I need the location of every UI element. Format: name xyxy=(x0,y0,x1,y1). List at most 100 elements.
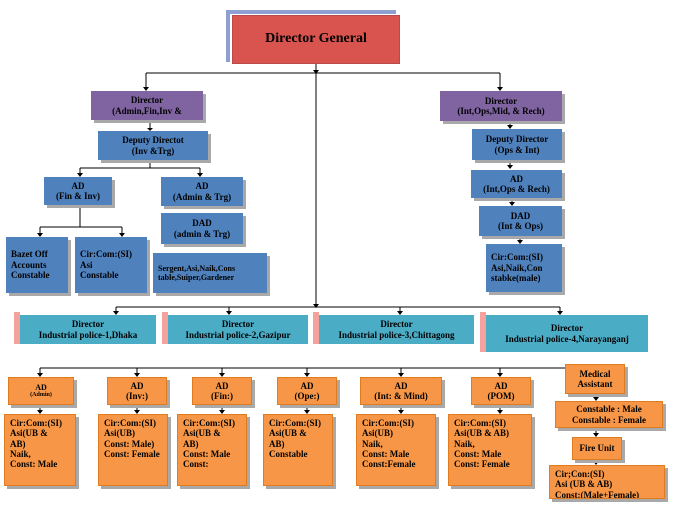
director-title: Director xyxy=(550,323,584,334)
staff-ope-box: Cir:Com:(SI) Asi(UB & AB) Constable xyxy=(263,414,333,486)
ad-title: AD xyxy=(130,380,144,391)
ad-title: AD xyxy=(195,181,209,192)
ad-admin-box: AD (Admin) xyxy=(8,377,74,405)
ad-subtitle: (Admin) xyxy=(30,392,52,399)
ip4-accent xyxy=(480,312,486,352)
cir-com-line3: Constable xyxy=(80,270,119,281)
cir-com-line2: Asi,Naik,Con xyxy=(491,262,543,273)
staff-pom-box: Cir:Com:(SI) Asi(UB & AB) Naik, Const: M… xyxy=(448,414,532,486)
staff-line: Naik, xyxy=(454,438,475,449)
staff-line: Const: Male xyxy=(183,449,231,460)
director-subtitle: Industrial police-2,Gazipur xyxy=(185,329,291,340)
dad-admin-trg-box: DAD (admin & Trg) xyxy=(161,213,243,244)
staff-line: Cir:Com:(SI) xyxy=(104,418,156,428)
director-title: Director xyxy=(221,319,255,330)
dad-subtitle: (Int & Ops) xyxy=(497,221,543,231)
fire-staff-line: Cir;Con:(SI) xyxy=(555,469,605,479)
staff-line: Const: Male) xyxy=(104,438,155,449)
cir-com-line2: Asi xyxy=(80,259,93,270)
director-title: Director xyxy=(71,319,105,330)
director-ip-2-box: Director Industrial police-2,Gazipur xyxy=(168,315,308,344)
cir-com-line1: Cir:Com:(SI) xyxy=(491,252,543,263)
fire-unit-box: Fire Unit xyxy=(572,437,622,460)
dad-int-ops-box: DAD (Int & Ops) xyxy=(479,206,562,236)
staff-inv-box: Cir:Com:(SI) Asi(UB) Const: Male) Const:… xyxy=(98,414,168,486)
deputy-subtitle: (Inv &Trg) xyxy=(131,145,175,156)
cir-com-right-box: Cir:Com:(SI) Asi,Naik,Con stabke(male) xyxy=(486,244,562,292)
ip3-accent xyxy=(313,312,319,344)
ip1-accent xyxy=(14,312,20,344)
ad-subtitle: (Int,Ops & Rech) xyxy=(483,184,550,194)
ad-subtitle: (POM) xyxy=(487,391,515,401)
ad-subtitle: (Ope:) xyxy=(294,391,320,401)
ad-title: AD xyxy=(71,180,85,191)
staff-line: Asi(UB) xyxy=(104,428,135,439)
staff-line: Constable xyxy=(269,449,308,460)
director-subtitle: Industrial police-4,Narayanganj xyxy=(505,333,629,344)
staff-line: AB) xyxy=(269,438,285,449)
dad-title: DAD xyxy=(510,210,531,221)
ad-title: AD xyxy=(300,380,314,391)
director-title: Director xyxy=(130,95,164,106)
medical-constable-box: Constable : Male Constable : Female xyxy=(555,401,663,428)
staff-line: Asi(UB & xyxy=(269,428,307,439)
bazet-line2: Accounts xyxy=(11,259,47,270)
staff-line: Const: xyxy=(183,459,209,470)
ad-subtitle: (Int: & Mind) xyxy=(374,391,428,401)
ad-title: AD xyxy=(394,380,408,391)
ad-ope-box: AD (Ope:) xyxy=(277,377,337,405)
fire-unit-label: Fire Unit xyxy=(579,443,615,454)
staff-line: Naik, xyxy=(362,438,383,449)
staff-line: Const: Male xyxy=(454,449,502,460)
dg-accent-side xyxy=(226,10,230,62)
staff-line: Cir:Com:(SI) xyxy=(183,418,235,428)
ad-subtitle: (Fin & Inv) xyxy=(55,191,100,201)
director-subtitle: Industrial police-3,Chittagong xyxy=(338,329,455,340)
deputy-subtitle: (Ops & Int) xyxy=(494,144,540,155)
staff-line: Cir:Com:(SI) xyxy=(269,418,321,428)
ad-admin-trg-box: AD (Admin & Trg) xyxy=(161,177,243,206)
ip2-accent xyxy=(162,312,168,344)
ad-fin-box: AD (Fin:) xyxy=(192,377,252,405)
ad-subtitle: (Admin & Trg) xyxy=(172,191,232,202)
dad-title: DAD xyxy=(192,218,212,229)
director-subtitle: (Admin,Fin,Inv & xyxy=(112,105,182,116)
cir-com-left-box: Cir:Com:(SI) Asi Constable xyxy=(75,237,147,293)
staff-line: Const:Female xyxy=(362,459,416,470)
cir-com-line3: stabke(male) xyxy=(491,273,541,284)
constable-line2: Constable : Female xyxy=(572,414,646,425)
director-ip-3-box: Director Industrial police-3,Chittagong xyxy=(319,315,474,344)
staff-line: Asi(UB & xyxy=(183,428,221,439)
deputy-director-ops-int-box: Deputy Director (Ops & Int) xyxy=(472,129,562,160)
staff-line: Naik, xyxy=(10,449,31,460)
bazet-line1: Bazet Off xyxy=(11,249,48,260)
dad-subtitle: (admin & Trg) xyxy=(173,228,231,239)
staff-line: Const: Female xyxy=(454,459,510,470)
director-ip-1-box: Director Industrial police-1,Dhaka xyxy=(20,315,156,344)
director-title: Director xyxy=(380,319,413,330)
bazet-line3: Constable xyxy=(11,270,50,281)
staff-line: Cir:Com:(SI) xyxy=(454,418,506,428)
sergent-line2: table,Suiper,Gardener xyxy=(158,273,235,282)
medical-assistant-box: Medical Assistant xyxy=(565,364,625,394)
director-general-box: Director General xyxy=(232,15,400,64)
sergent-line1: Sergent,Asi,Naik,Cons xyxy=(158,263,236,273)
director-subtitle: (Int,Ops,Mid, & Rech) xyxy=(457,106,545,116)
director-int-ops-box: Director (Int,Ops,Mid, & Rech) xyxy=(440,91,562,121)
staff-line: AB) xyxy=(183,438,199,449)
medical-line1: Medical xyxy=(579,368,611,379)
director-admin-fin-inv-box: Director (Admin,Fin,Inv & xyxy=(91,91,203,120)
fire-staff-line: Asi (UB & AB) xyxy=(555,479,613,490)
staff-line: Const: Male xyxy=(10,459,58,470)
staff-admin-box: Cir:Com:(SI) Asi(UB & AB) Naik, Const: M… xyxy=(4,414,76,486)
ad-title: AD xyxy=(35,382,47,392)
medical-line2: Assistant xyxy=(577,379,613,389)
ad-inv-box: AD (Inv:) xyxy=(107,377,167,405)
staff-line: Cir:Com:(SI) xyxy=(362,418,414,428)
director-subtitle: Industrial police-1,Dhaka xyxy=(38,329,138,340)
staff-int-mind-box: Cir:Com:(SI) Asi(UB) Naik, Const: Male C… xyxy=(356,414,436,486)
constable-line1: Constable : Male xyxy=(576,404,642,415)
director-title: Director xyxy=(484,95,518,106)
staff-line: AB) xyxy=(10,438,26,449)
deputy-director-inv-trg-box: Deputy Directot (Inv &Trg) xyxy=(98,131,208,160)
